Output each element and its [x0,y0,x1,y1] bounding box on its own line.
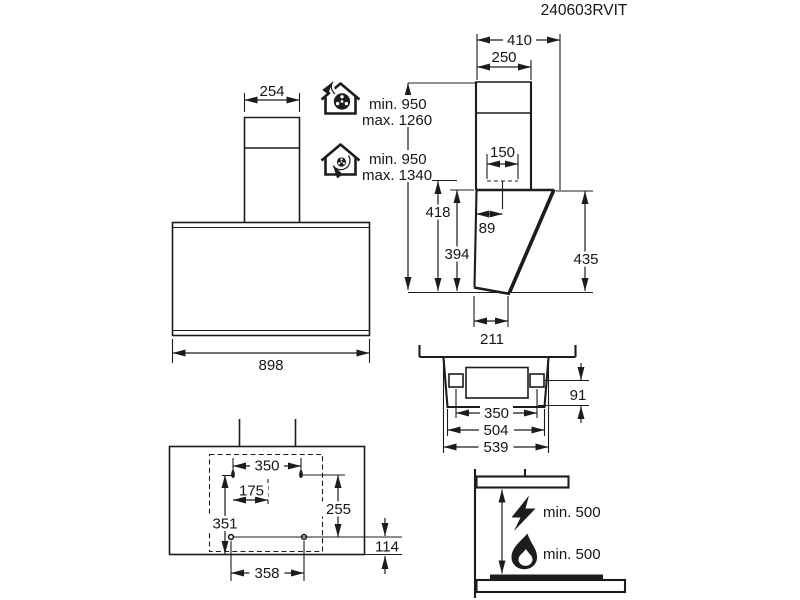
dim-label-lower-holes-spacing: 358 [254,565,279,582]
dim-rows-spacing: 255 [303,474,356,537]
hob-surface [490,574,603,580]
left-lamp [448,373,464,388]
dim-label-panel-height: 435 [573,251,598,268]
side-view-outline [473,81,556,296]
house-recirculation-fan-icon [320,143,361,179]
side-view: 410 250 150 89 418 394 [408,32,604,348]
dim-lamp-spacing: 350 [455,389,538,422]
extraction-max-height: max. 1260 [362,112,432,129]
dim-label-overall-depth: 410 [507,32,532,49]
clearance-diagram: min. 500 min. 500 [473,469,627,598]
dim-label-rows-spacing: 255 [326,501,351,518]
dim-label-duct-width: 150 [490,144,515,161]
dim-inner-width: 504 [446,409,546,439]
dim-outer-width: 539 [442,360,550,456]
dim-label-bottom-depth: 211 [480,331,504,348]
bottom-view-outline [418,345,577,409]
recirculation-max-height: max. 1340 [362,167,432,184]
dim-overall-depth: 410 [476,32,561,190]
recirculation-min-height: min. 950 [369,151,427,168]
clearance-electric-label: min. 500 [543,504,601,521]
dim-chimney-width: 254 [243,83,301,112]
dim-label-upper-holes-spacing: 350 [254,458,279,475]
template-area [208,453,324,553]
right-lamp [529,373,545,388]
lower-left-screw-hole [227,533,235,541]
dim-duct-offset: 89 [476,210,503,237]
bottom-view: 91 350 504 539 [418,345,589,456]
dim-label-duct-to-bottom: 418 [425,204,450,221]
house-exhaust-fan-icon [320,79,361,115]
dim-front-height: 394 [441,189,474,291]
dim-bottom-offset: 114 [375,518,399,574]
dim-label-inner-width: 504 [483,422,508,439]
clearance-gas-label: min. 500 [543,546,601,563]
upper-left-screw-hole [231,468,235,478]
dim-label-chimney-depth: 250 [491,49,516,66]
dim-duct-to-bottom: 418 [422,179,457,291]
dim-upper-holes-spacing: 350 [232,458,302,475]
hood-outline [168,445,366,556]
countertop [475,578,627,594]
dim-label-body-width: 898 [258,357,283,374]
dim-chimney-depth: 250 [477,49,532,80]
hood-bottom-slab [475,475,570,489]
lightning-icon [511,495,536,531]
extraction-min-height: min. 950 [369,96,427,113]
wall-template: 350 175 255 351 114 [168,419,402,582]
dim-label-hole-to-center: 175 [239,483,264,500]
front-view-outline [171,116,371,337]
dim-label-lamp-spacing: 350 [484,405,509,422]
mounting-height-legend: min. 950 max. 1260 min. 950 max. 1340 [320,79,476,290]
dim-bottom-depth: 211 [473,296,509,348]
dim-lower-holes-spacing: 358 [230,541,305,582]
dim-left-height: 351 [208,474,242,554]
dim-label-chimney-width: 254 [259,83,284,100]
dim-lamp-depth: 91 [538,363,589,423]
dim-hole-to-center: 175 [233,479,269,505]
dim-label-outer-width: 539 [483,439,508,456]
upper-right-screw-hole [299,468,303,478]
dim-duct-width: 150 [486,144,519,209]
dim-label-duct-offset: 89 [479,220,496,237]
dim-panel-height: 435 [556,190,604,291]
drawing-title: 240603RVIT [541,2,628,19]
dim-body-width: 898 [171,339,371,374]
front-view: 254 898 [171,83,371,374]
dim-label-left-height: 351 [212,516,237,533]
dim-label-lamp-depth: 91 [570,387,587,404]
dim-label-bottom-offset: 114 [375,539,399,556]
dim-label-front-height: 394 [444,246,469,263]
filter-panel [465,366,529,399]
